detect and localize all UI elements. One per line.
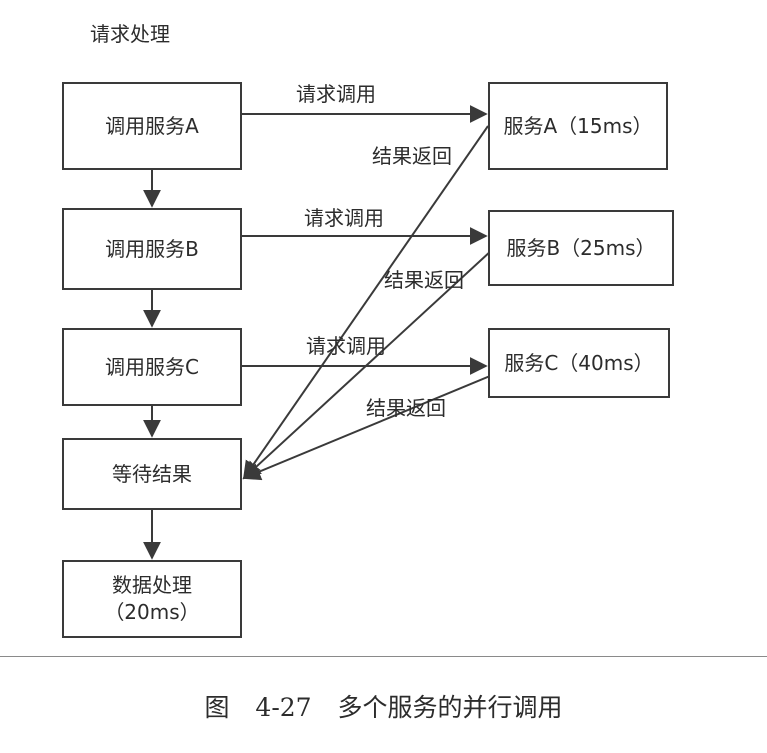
return-arrow-a — [242, 125, 489, 480]
return-label-a: 结果返回 — [372, 144, 452, 168]
step-data-processing-duration: （20ms） — [104, 600, 200, 624]
caption-divider — [0, 656, 767, 657]
return-arrow-b — [242, 249, 493, 480]
step-data-processing-label: 数据处理 — [112, 573, 192, 597]
request-label-b: 请求调用 — [304, 206, 384, 230]
return-arrow-c — [242, 375, 491, 481]
request-label-c: 请求调用 — [306, 334, 386, 358]
step-call-service-a: 调用服务A — [62, 82, 242, 170]
step-call-service-b: 调用服务B — [62, 208, 242, 290]
service-c-box: 服务C（40ms） — [488, 328, 670, 398]
figure-caption: 图 4-27 多个服务的并行调用 — [204, 693, 563, 722]
return-label-c: 结果返回 — [366, 396, 446, 420]
step-data-processing: 数据处理 （20ms） — [62, 560, 242, 638]
step-wait-results: 等待结果 — [62, 438, 242, 510]
request-label-a: 请求调用 — [296, 82, 376, 106]
service-a-box: 服务A（15ms） — [488, 82, 668, 170]
step-call-service-c: 调用服务C — [62, 328, 242, 406]
service-b-box: 服务B（25ms） — [488, 210, 674, 286]
return-label-b: 结果返回 — [384, 268, 464, 292]
section-title: 请求处理 — [90, 22, 170, 46]
